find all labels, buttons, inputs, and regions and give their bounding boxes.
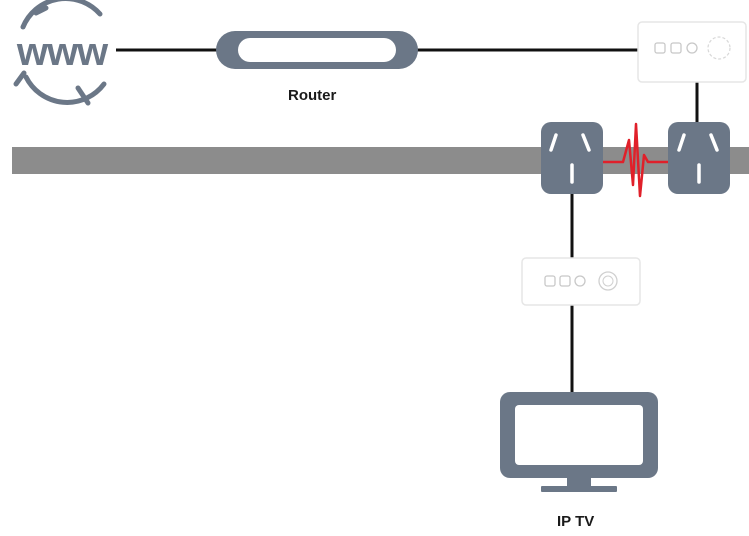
tv-icon: [500, 392, 658, 492]
wall-socket-right: [668, 122, 730, 194]
powerline-adapter-bottom: [521, 257, 641, 306]
globe-icon: [10, 0, 116, 106]
router-icon: [216, 31, 418, 69]
router-label: Router: [288, 87, 337, 104]
globe-label: www: [16, 30, 109, 74]
powerline-adapter-top: [637, 21, 747, 83]
signal-wave-icon: [603, 122, 668, 198]
tv-label: IP TV: [557, 513, 595, 530]
cables: [115, 48, 699, 392]
wall-socket-left: [541, 122, 603, 194]
